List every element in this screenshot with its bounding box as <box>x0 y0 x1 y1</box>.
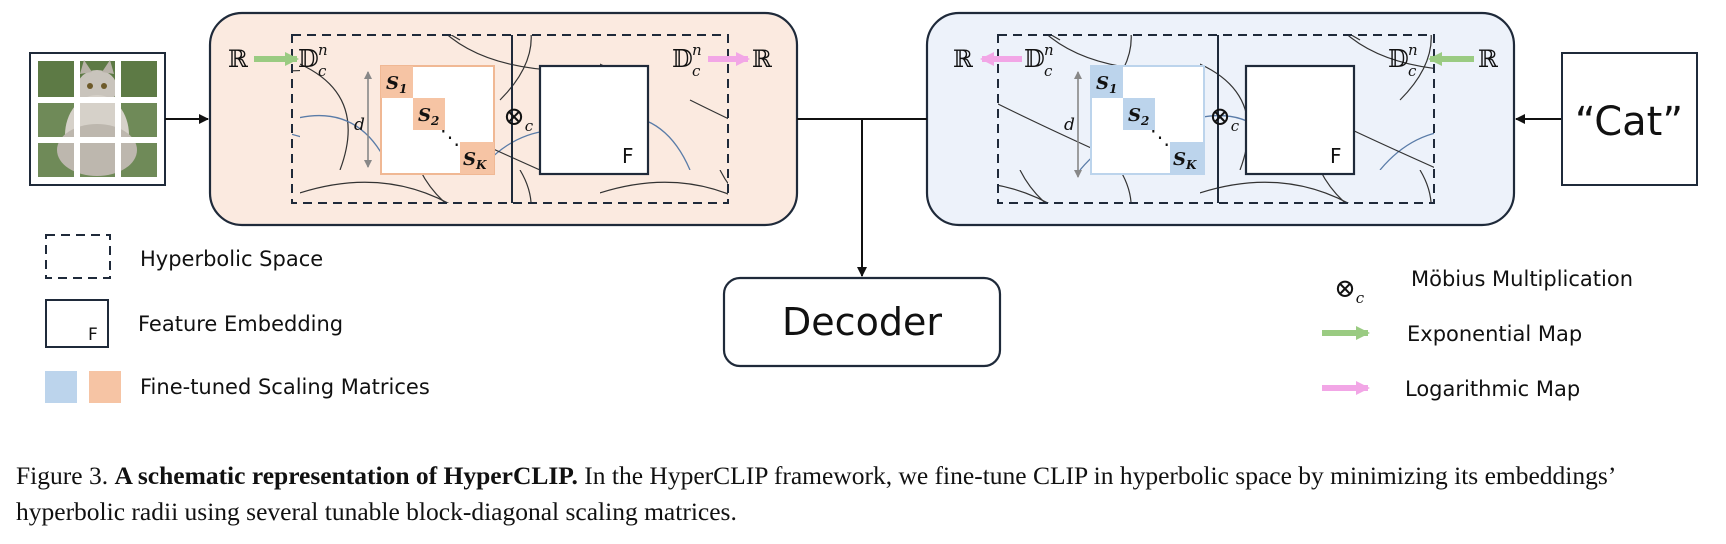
svg-text:n: n <box>1044 41 1054 59</box>
feature-embedding-box <box>1244 64 1356 176</box>
svg-text:c: c <box>692 62 701 80</box>
scaling-block-s1 <box>1091 66 1123 98</box>
svg-text:𝔻: 𝔻 <box>1024 45 1045 73</box>
scaling-matrix: S1 S2 SK ⋱ <box>1090 65 1205 175</box>
cat-photo-grid-icon <box>38 60 157 177</box>
poincare-ball-output-label: 𝔻 n c <box>1024 41 1054 80</box>
poincare-ball-input-label: 𝔻 n c <box>298 41 328 80</box>
legend-mobius-label: Möbius Multiplication <box>1411 267 1633 291</box>
legend-scaling-label: Fine-tuned Scaling Matrices <box>140 375 430 399</box>
legend-log-label: Logarithmic Map <box>1405 377 1580 401</box>
legend-hyperbolic-swatch <box>45 234 111 279</box>
hyperbolic-arcs <box>292 35 728 203</box>
legend-feature-swatch <box>45 299 109 348</box>
svg-text:S2: S2 <box>1128 105 1149 128</box>
feature-embedding-box <box>538 64 650 176</box>
distance-label: d <box>1064 115 1075 135</box>
svg-text:S1: S1 <box>1096 73 1117 96</box>
svg-text:𝔻: 𝔻 <box>1388 45 1409 73</box>
scaling-block-s1 <box>381 66 413 98</box>
feature-label: F <box>622 144 634 168</box>
legend-hyperbolic-label: Hyperbolic Space <box>140 247 323 271</box>
scaling-block-s2 <box>413 98 445 130</box>
svg-text:⋱: ⋱ <box>440 125 460 149</box>
text-encoder-panel: ℝ 𝔻 n c d S1 S2 SK ⋱ ⊗c F 𝔻 n <box>925 11 1516 227</box>
scaling-block-sk <box>460 142 494 174</box>
caption-prefix: Figure 3. <box>16 461 109 490</box>
feature-label: F <box>1330 144 1342 168</box>
poincare-ball-output-label: 𝔻 n c <box>672 41 702 80</box>
figure-caption: Figure 3. A schematic representation of … <box>16 458 1716 530</box>
mobius-operator: ⊗c <box>1209 102 1240 135</box>
scaling-block-s2 <box>1123 98 1155 130</box>
svg-text:n: n <box>692 41 702 59</box>
legend-mobius-symbol: ⊗c <box>1334 274 1365 307</box>
svg-text:c: c <box>318 62 327 80</box>
legend-right: ⊗c Möbius Multiplication Exponential Map… <box>1322 267 1633 401</box>
image-encoder-panel: ℝ 𝔻 n c d S1 S2 SK ⋱ ⊗c F 𝔻 n <box>208 11 799 227</box>
svg-text:SK: SK <box>1173 149 1197 172</box>
legend-orange-swatch <box>89 371 121 403</box>
scaling-block-sk <box>1170 142 1204 174</box>
svg-text:c: c <box>1408 62 1417 80</box>
decoder-box: Decoder <box>722 276 1002 368</box>
svg-text:S2: S2 <box>418 105 439 128</box>
hyperbolic-space-region <box>291 34 729 204</box>
hyperclip-diagram: ℝ 𝔻 n c d S1 S2 SK ⋱ ⊗c F 𝔻 n <box>29 11 1698 403</box>
hyperbolic-arcs <box>998 35 1434 203</box>
svg-text:𝔻: 𝔻 <box>672 45 693 73</box>
svg-text:𝔻: 𝔻 <box>298 45 319 73</box>
real-space-input-label: ℝ <box>228 45 249 73</box>
svg-text:⋱: ⋱ <box>1150 125 1170 149</box>
poincare-ball-input-label: 𝔻 n c <box>1388 41 1418 80</box>
scaling-matrix: S1 S2 SK ⋱ <box>380 65 495 175</box>
svg-text:SK: SK <box>463 149 487 172</box>
mobius-operator: ⊗c <box>503 102 534 135</box>
text-input-box: “Cat” <box>1561 52 1698 186</box>
real-space-output-label: ℝ <box>752 45 773 73</box>
caption-body: In the HyperCLIP framework, we fine-tune… <box>16 461 1615 526</box>
caption-title: A schematic representation of HyperCLIP. <box>114 461 578 490</box>
legend-feature-label: Feature Embedding <box>138 312 343 336</box>
cat-image-input <box>29 52 166 186</box>
distance-label: d <box>354 115 365 135</box>
text-input-label: “Cat” <box>1575 99 1683 145</box>
svg-text:c: c <box>1044 62 1053 80</box>
legend-blue-swatch <box>45 371 77 403</box>
real-space-output-label: ℝ <box>953 45 974 73</box>
legend-feature-symbol: F <box>88 325 98 345</box>
svg-text:n: n <box>1408 41 1418 59</box>
legend-exp-label: Exponential Map <box>1407 322 1582 346</box>
legend-left: Hyperbolic Space F Feature Embedding Fin… <box>45 234 430 403</box>
decoder-label: Decoder <box>782 300 942 344</box>
svg-text:S1: S1 <box>386 73 407 96</box>
real-space-input-label: ℝ <box>1478 45 1499 73</box>
hyperbolic-space-region <box>997 34 1435 204</box>
svg-text:n: n <box>318 41 328 59</box>
